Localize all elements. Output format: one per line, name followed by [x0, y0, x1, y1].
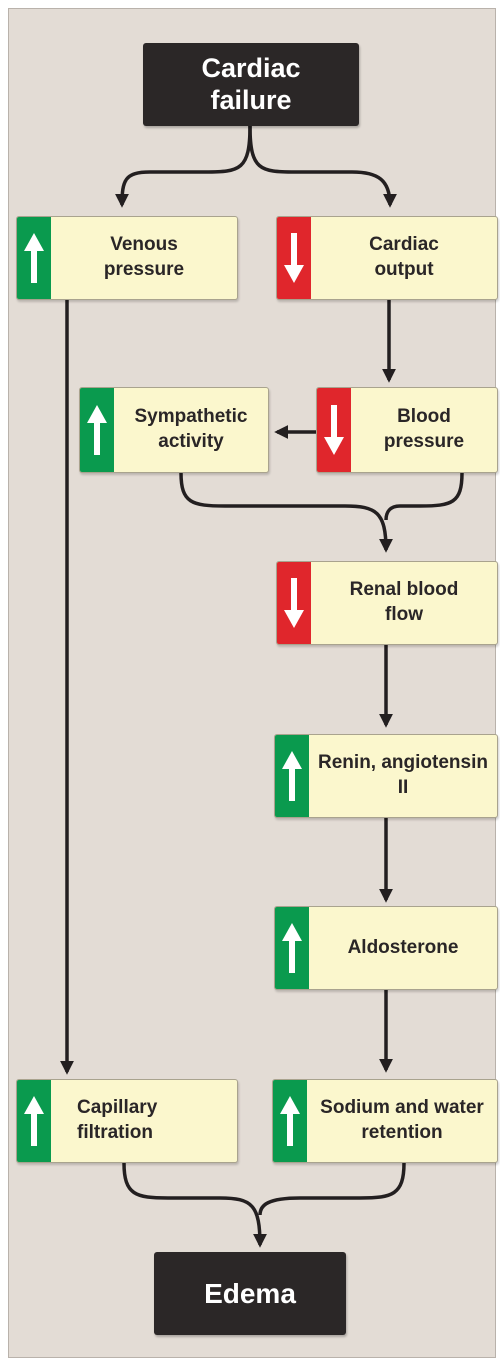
node-label: Sodium and water retention: [320, 1097, 484, 1143]
increase-arrow-icon: [17, 217, 51, 299]
merge-arrow-right-to-edema: [258, 1162, 406, 1216]
increase-arrow-icon: [273, 1080, 307, 1162]
node-renal-blood-flow: Renal blood flow: [276, 561, 498, 645]
increase-arrow-icon: [275, 907, 309, 989]
edema-label: Edema: [204, 1277, 296, 1309]
node-label: Sympathetic activity: [134, 406, 248, 452]
decrease-arrow-icon: [317, 388, 351, 472]
node-label: Blood pressure: [383, 406, 465, 452]
node-label: Cardiac output: [369, 234, 439, 280]
node-capillary-filtration: Capillary filtration: [16, 1079, 238, 1163]
node-renin-angiotensin: Renin, angiotensin II: [274, 734, 498, 818]
decrease-arrow-icon: [277, 217, 311, 299]
node-cardiac-output: Cardiac output: [276, 216, 498, 300]
increase-arrow-icon: [275, 735, 309, 817]
node-label: Capillary filtration: [77, 1097, 158, 1143]
node-label: Venous pressure: [103, 234, 185, 280]
edema-box: Edema: [154, 1252, 346, 1335]
decrease-arrow-icon: [277, 562, 311, 644]
node-label: Aldosterone: [347, 936, 459, 958]
split-arrow-left: [115, 125, 252, 208]
split-arrow-right: [248, 125, 397, 208]
increase-arrow-icon: [80, 388, 114, 472]
node-blood-pressure: Blood pressure: [316, 387, 498, 473]
cardiac-failure-label: Cardiac failure: [201, 53, 301, 115]
node-sodium-water-retention: Sodium and water retention: [272, 1079, 498, 1163]
node-label: Renin, angiotensin II: [318, 752, 488, 798]
cardiac-failure-box: Cardiac failure: [143, 43, 359, 126]
merge-arrow-left-to-edema: [122, 1162, 267, 1248]
node-label: Renal blood flow: [349, 579, 459, 625]
merge-arrow-right-branch: [384, 472, 464, 521]
node-sympathetic-activity: Sympathetic activity: [79, 387, 269, 473]
node-venous-pressure: Venous pressure: [16, 216, 238, 300]
merge-arrow-to-renal: [179, 472, 393, 553]
increase-arrow-icon: [17, 1080, 51, 1162]
node-aldosterone: Aldosterone: [274, 906, 498, 990]
